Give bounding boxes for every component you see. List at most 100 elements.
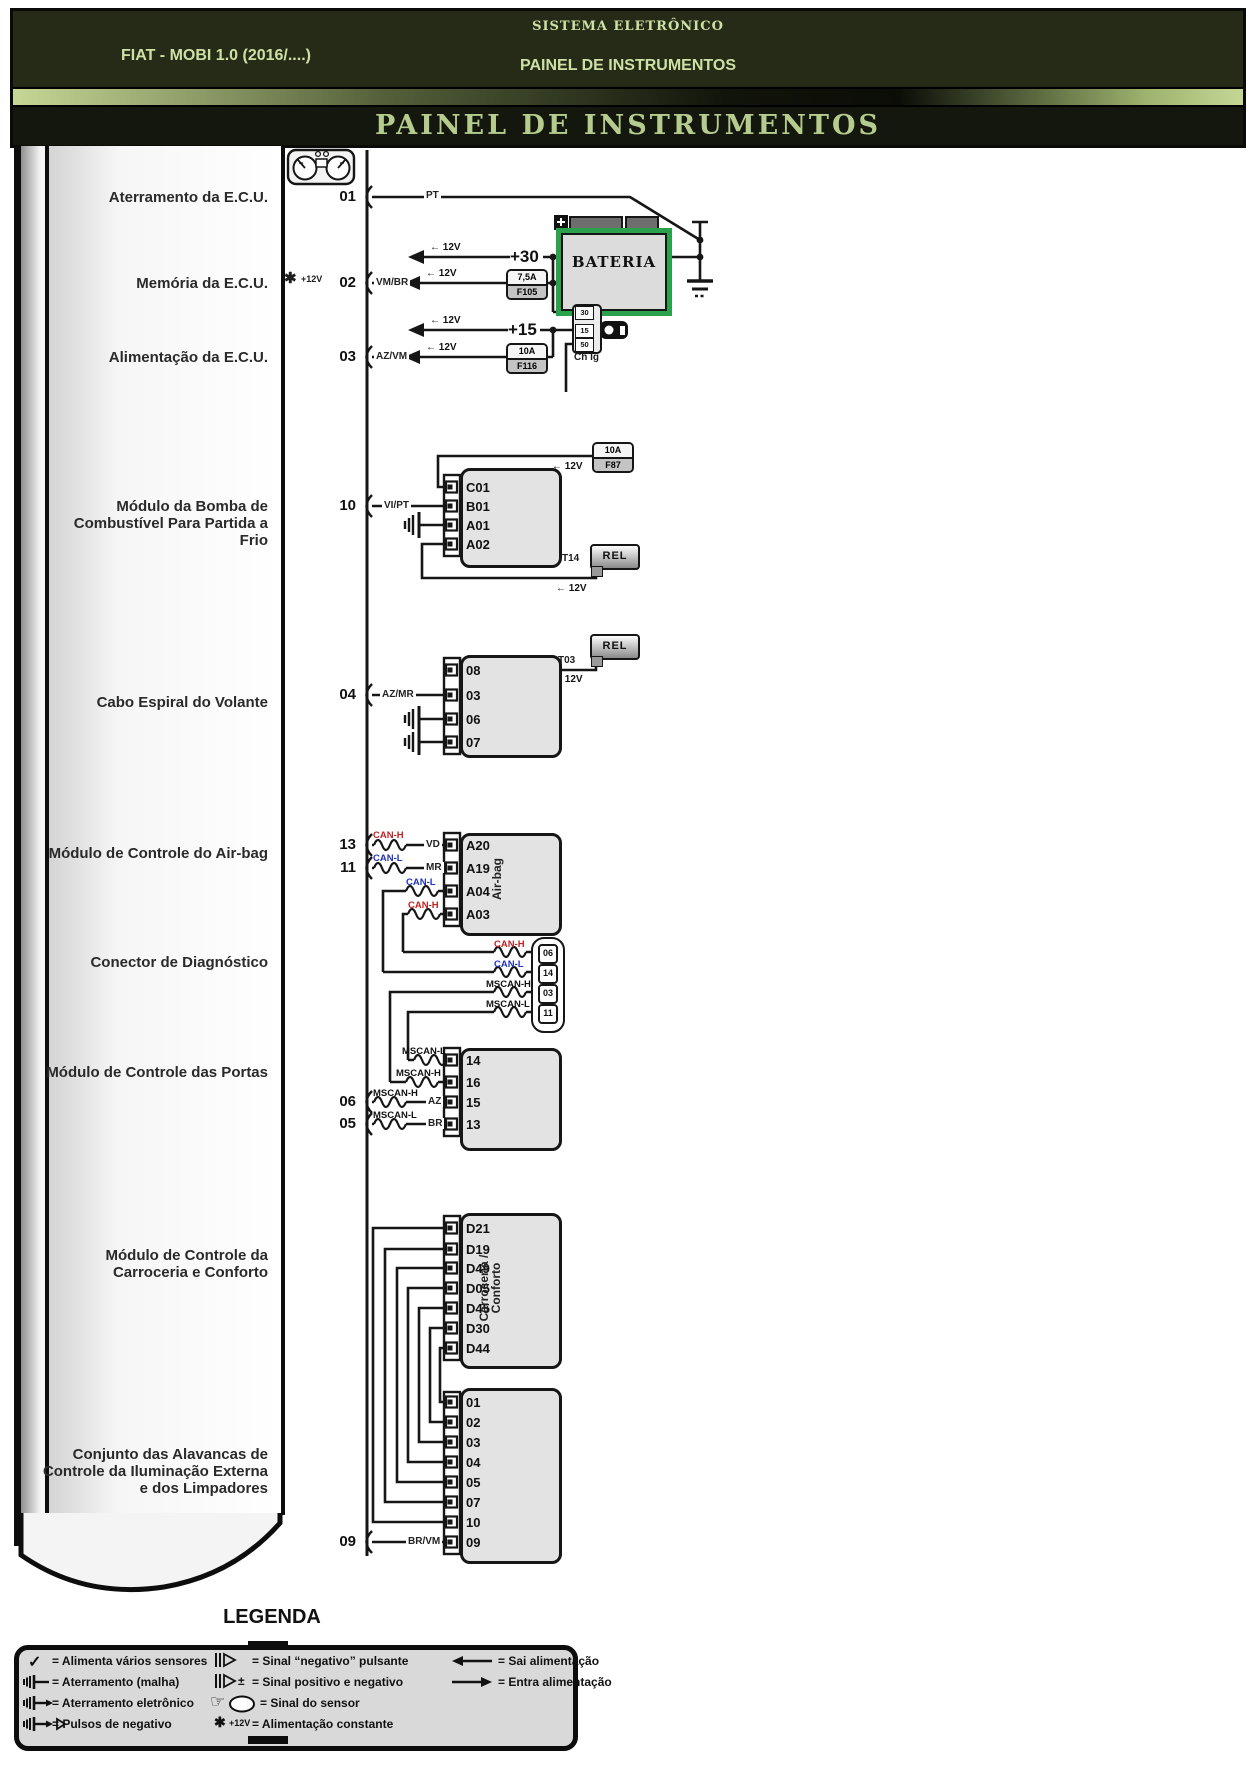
wire-color-label: VI/PT [382,500,412,511]
main-pin-number: 11 [340,859,356,876]
module-body-comfort [460,1213,562,1369]
module-pin-label: D49 [466,1261,490,1276]
relay-t03: REL [590,634,640,660]
relay-terminal-label: T03 [558,655,576,666]
main-pin-number: 03 [339,348,356,365]
fuse-rating: 10A [594,444,632,457]
constant-power-12v: +12V [229,1718,251,1728]
fuse-f87: 10A F87 [592,442,634,473]
sensor-oval-icon [229,1695,255,1713]
main-pin-number: 09 [339,1533,356,1550]
module-pin-label: 07 [466,735,481,750]
fuse-name: F87 [594,457,632,471]
section-label: Memória da E.C.U. [136,275,268,292]
legend-text: = Aterramento eletrônico [52,1696,194,1710]
main-pin-number: 02 [339,274,356,291]
module-pin-label: D45 [466,1301,490,1316]
ignition-pin-30: 30 [575,306,594,320]
scroll-curl-bottom [18,1513,283,1593]
section-label: Alimentação da E.C.U. [108,349,268,366]
bus-label-canl: CAN-L [373,853,403,864]
system-title: SISTEMA ELETRÔNICO [532,19,724,34]
module-pin-label: 05 [466,1475,481,1490]
module-pin-label: D19 [466,1242,490,1257]
power-in-12v-label: ← 12V [426,342,457,353]
fuse-f116: 10A F116 [506,343,548,374]
wire-color-label: AZ/VM [374,351,410,362]
power-out-12v-label: ← 12V [430,242,461,253]
bus-label-mscanl: MSCAN-L [373,1110,417,1121]
section-label: Conector de Diagnóstico [90,954,268,971]
section-label: Cabo Espiral do Volante [96,694,268,711]
arrow-left-icon: ← [430,242,440,253]
header-band: SISTEMA ELETRÔNICO FIAT - MOBI 1.0 (2016… [13,11,1243,87]
module-pin-label: A02 [466,537,490,552]
ground-electronic-icon [23,1696,53,1710]
module-fuelpump [460,468,562,568]
legend-text: = Alimenta vários sensores [52,1654,208,1668]
legend-tab [248,1736,288,1744]
bus-label-canh: CAN-H [494,939,525,950]
module-pin-label: A20 [466,838,490,853]
check-icon: ✓ [28,1654,42,1671]
main-pin-number: 04 [339,686,356,703]
frame-left-bar [14,146,21,1546]
ignition-label: Ch Ig [574,352,599,363]
battery: BATERIA [556,228,672,316]
legend-text: = Pulsos de negativo [52,1717,172,1731]
wire-pt-ground [372,195,713,298]
diag-pin: 14 [538,964,558,984]
wire-fuelpump-a02-relay [420,542,598,580]
module-pin-label: C01 [466,480,490,495]
bus-label-mscanh: MSCAN-H [486,979,531,990]
ignition-key-icon [600,321,628,339]
wire-color-label: MR [424,862,444,873]
module-pin-label: 10 [466,1515,481,1530]
relay-terminal-label: T14 [562,553,580,564]
main-pin-number: 01 [339,188,356,205]
wire-color-label: PT [424,190,441,201]
fuse-rating: 7,5A [508,271,546,284]
section-label-panel [45,146,285,1515]
legend-tab [248,1641,288,1649]
module-airbag [460,833,562,936]
main-connector-line [365,150,373,1556]
section-label: Aterramento da E.C.U. [108,189,268,206]
ground-mesh-icon [403,729,448,755]
fuse-name: F116 [508,358,546,372]
pulse-negative-icon [215,1652,237,1668]
arrow-left-icon: ← [426,268,436,279]
wire-ignition-50 [564,342,572,392]
hand-pointer-icon: ☞ [210,1692,226,1712]
module-pin-label: 15 [466,1095,481,1110]
fuse-name: F105 [508,284,546,298]
battery-label: BATERIA [571,253,657,271]
module-pin-label: 14 [466,1053,481,1068]
section-label: Módulo de Controle das Portas [46,1064,268,1081]
module-pin-label: 08 [466,663,481,678]
wire-color-label: AZ [426,1096,444,1107]
module-pin-label: A04 [466,884,490,899]
module-pin-label: A19 [466,861,490,876]
legend-text: = Sinal positivo e negativo [252,1675,404,1689]
wire-color-label: VD [424,839,442,850]
legend-title: LEGENDA [223,1606,321,1628]
legend-text: = Aterramento (malha) [52,1675,180,1689]
legend-text: = Sinal do sensor [260,1696,360,1710]
power-in-12v-label: ← 12V [552,461,583,472]
diag-pin: 11 [538,1004,558,1024]
scroll-curl-strip [21,146,45,1515]
ground-mesh-icon [23,1675,49,1689]
fuse-rating: 10A [508,345,546,358]
module-pin-label: D21 [466,1221,490,1236]
negative-pulses-icon [23,1717,67,1731]
module-doors [460,1048,562,1151]
wire-plus15 [408,323,572,359]
wire-color-label: VM/BR [374,277,411,288]
legend-box [14,1645,578,1751]
ignition-pin-15: 15 [575,324,594,338]
module-pin-label: D05 [466,1281,490,1296]
module-pin-label: A03 [466,907,490,922]
